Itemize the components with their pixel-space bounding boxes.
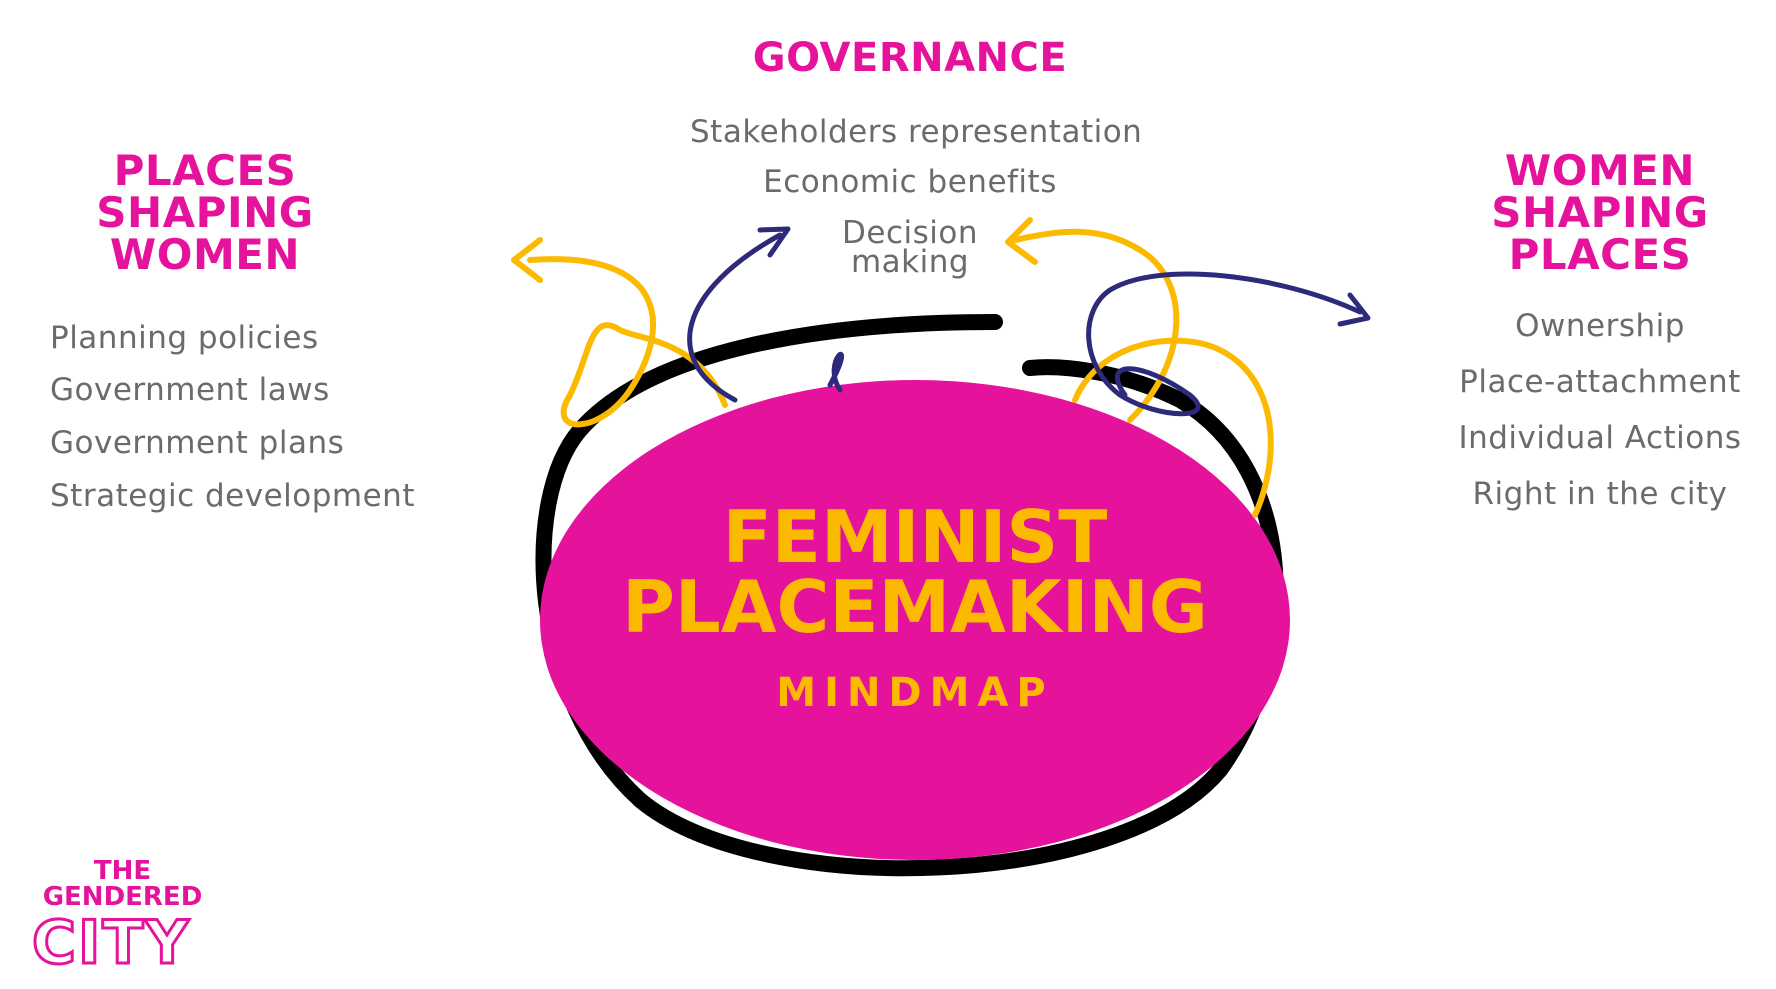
center-title-line1: FEMINIST: [722, 495, 1108, 579]
governance-item: Decision: [842, 215, 978, 251]
places-item: Government laws: [50, 372, 330, 408]
women-shaping-places-heading: WOMEN SHAPING PLACES: [1455, 150, 1745, 276]
governance-item: Economic benefits: [763, 164, 1057, 200]
navy-arrow-up: [687, 232, 845, 403]
places-item: Planning policies: [50, 320, 319, 356]
women-item: Right in the city: [1472, 476, 1728, 512]
navy-arrowhead-up: [757, 226, 791, 258]
heading-line: SHAPING: [96, 188, 314, 237]
logo-gendered: GENDERED: [42, 882, 203, 912]
governance-item: making: [850, 244, 970, 280]
heading-line: WOMEN: [1504, 146, 1696, 195]
logo-the: THE: [93, 856, 152, 886]
heading-line: WOMEN: [109, 230, 301, 279]
places-item: Government plans: [50, 425, 345, 461]
yellow-arrow-left: [527, 256, 728, 428]
women-item: Place-attachment: [1459, 364, 1741, 400]
navy-arrowhead-right: [1337, 292, 1371, 327]
women-item: Ownership: [1515, 308, 1685, 344]
heading-line: PLACES: [113, 146, 297, 195]
center-title-line2: PLACEMAKING: [622, 565, 1208, 649]
governance-heading: GOVERNANCE: [752, 35, 1068, 81]
center-subtitle: MINDMAP: [776, 670, 1054, 716]
navy-arrow-right: [1086, 271, 1363, 417]
heading-line: PLACES: [1508, 230, 1692, 279]
governance-item: Stakeholders representation: [690, 114, 1143, 150]
logo-city: CITY: [31, 907, 191, 980]
women-item: Individual Actions: [1458, 420, 1742, 456]
heading-line: SHAPING: [1491, 188, 1709, 237]
yellow-arrowhead-left: [511, 237, 543, 283]
places-shaping-women-heading: PLACES SHAPING WOMEN: [60, 150, 350, 276]
places-item: Strategic development: [50, 478, 415, 514]
center-ellipse: [540, 380, 1290, 860]
yellow-arrow-right: [1012, 228, 1274, 518]
yellow-arrowhead-right: [1005, 217, 1038, 265]
